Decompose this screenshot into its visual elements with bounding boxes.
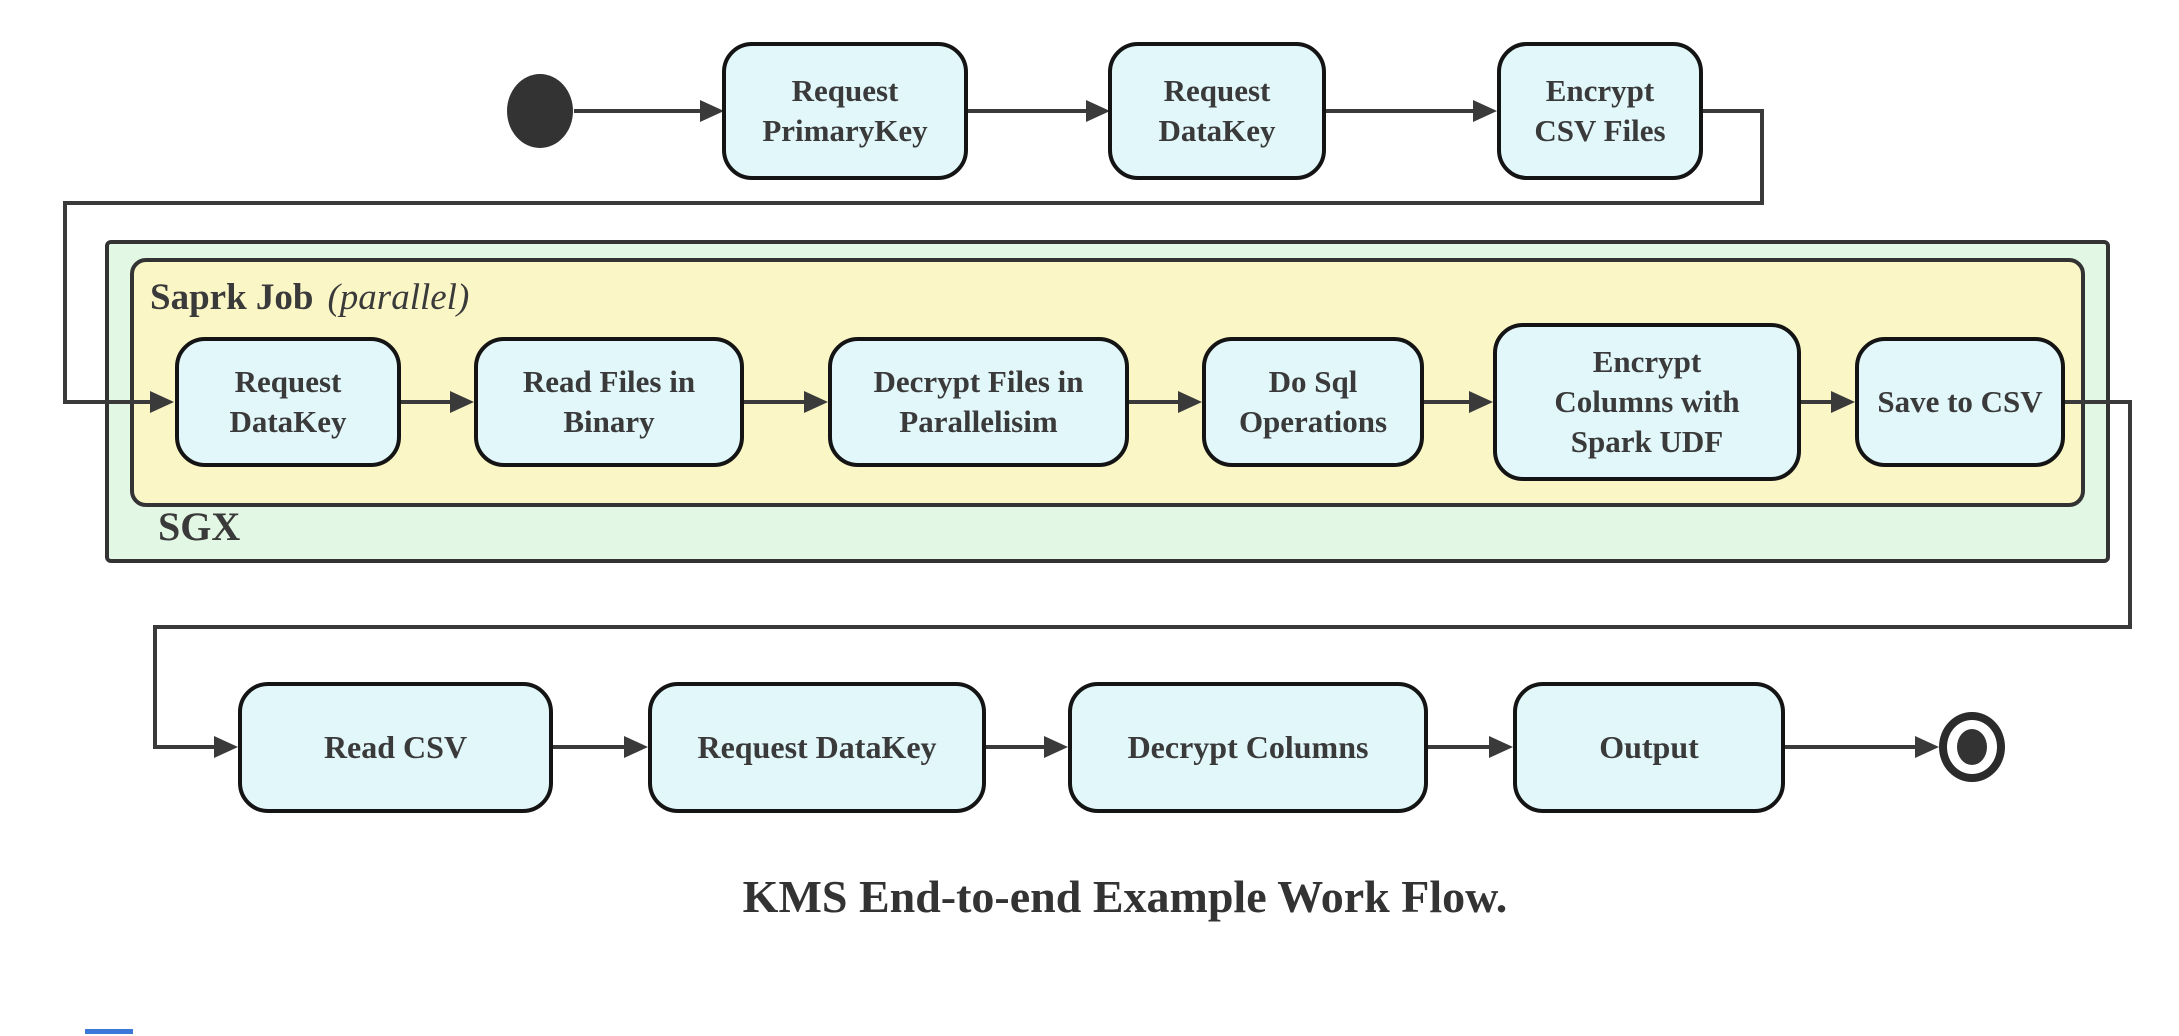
node-request-primarykey: Request PrimaryKey [722,42,968,180]
node-request-datakey-bottom: Request DataKey [648,682,986,813]
node-decrypt-files-in-parallelisim: Decrypt Files in Parallelisim [828,337,1129,467]
arrowhead-icon [450,391,474,413]
arrowhead-icon [1915,736,1939,758]
edge-output-to-end [1785,745,1917,749]
edge-bottom-3-4 [1428,745,1491,749]
arrowhead-icon [1178,391,1202,413]
edge-spark-5-6 [1801,400,1833,404]
connector1-seg-left [63,201,1764,205]
edge-spark-2-3 [744,400,806,404]
edge-spark-3-4 [1129,400,1180,404]
spark-job-label-italic: (parallel) [327,277,470,318]
arrowhead-icon [624,736,648,758]
arrowhead-icon [1469,391,1493,413]
connector2-seg-down [2128,400,2132,629]
connector1-seg-down [1760,109,1764,205]
start-state-icon [507,74,573,148]
node-output: Output [1513,682,1785,813]
arrowhead-icon [1473,100,1497,122]
node-read-files-in-binary: Read Files in Binary [474,337,744,467]
spark-job-label: Saprk Job (parallel) [150,276,469,319]
node-spark-request-datakey: Request DataKey [175,337,401,467]
edge-spark-1-2 [401,400,452,404]
connector2-seg-right [2065,400,2132,404]
arrowhead-icon [150,391,174,413]
arrowhead-icon [1831,391,1855,413]
edge-start-to-request-primarykey [574,109,702,113]
arrowhead-icon [1489,736,1513,758]
connector2-seg-left [153,625,2132,629]
node-read-csv: Read CSV [238,682,553,813]
edge-bottom-2-3 [986,745,1046,749]
end-state-inner-dot [1957,729,1987,765]
sgx-label: SGX [158,504,241,549]
arrowhead-icon [804,391,828,413]
node-do-sql-operations: Do Sql Operations [1202,337,1424,467]
node-encrypt-columns-with-spark-udf: Encrypt Columns with Spark UDF [1493,323,1801,481]
node-decrypt-columns: Decrypt Columns [1068,682,1428,813]
arrowhead-icon [700,100,724,122]
arrowhead-icon [1086,100,1110,122]
node-request-datakey: Request DataKey [1108,42,1326,180]
end-state-icon [1939,712,2005,782]
arrowhead-icon [214,736,238,758]
edge-spark-4-5 [1424,400,1471,404]
connector2-seg-down2 [153,625,157,749]
edge-primarykey-to-datakey [968,109,1086,113]
node-save-to-csv: Save to CSV [1855,337,2065,467]
edge-datakey-to-encrypt [1326,109,1475,113]
node-encrypt-csv-files: Encrypt CSV Files [1497,42,1703,180]
connector1-seg-enter [63,400,152,404]
artifact-line [85,1029,133,1034]
connector2-seg-enter [153,745,216,749]
connector1-seg-right [1703,109,1764,113]
arrowhead-icon [1044,736,1068,758]
diagram-caption: KMS End-to-end Example Work Flow. [742,871,1508,922]
edge-bottom-1-2 [553,745,626,749]
spark-job-label-bold: Saprk Job [150,277,314,318]
connector1-seg-down2 [63,201,67,404]
